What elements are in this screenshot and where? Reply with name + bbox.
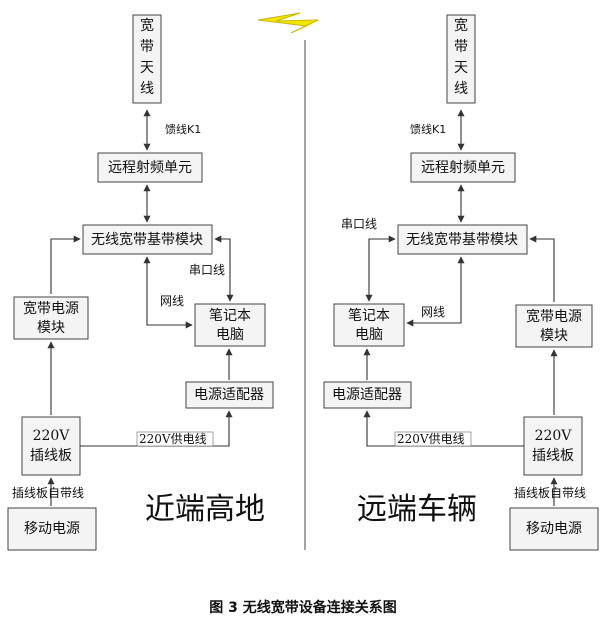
left-antenna-char-4: 线 xyxy=(140,81,154,97)
left-power-to-baseband-wire xyxy=(50,235,81,294)
right-antenna-box: 宽 带 天 线 xyxy=(446,14,476,104)
right-net-wire xyxy=(406,256,465,327)
left-serial-label: 串口线 xyxy=(189,263,225,277)
left-net-label: 网线 xyxy=(160,294,184,308)
left-strip-line-2: 插线板 xyxy=(30,448,72,464)
right-baseband-box: 无线宽带基带模块 xyxy=(397,224,528,255)
right-rru-label: 远程射频单元 xyxy=(421,160,505,176)
left-laptop-line-1: 笔记本 xyxy=(209,308,251,324)
right-strip-cord-label: 插线板自带线 xyxy=(514,486,586,500)
left-strip-cord-label: 插线板自带线 xyxy=(12,486,84,500)
right-antenna-char-4: 线 xyxy=(454,81,468,97)
left-rru-label: 远程射频单元 xyxy=(108,160,192,176)
right-laptop-line-2: 电脑 xyxy=(355,327,383,343)
left-rru-box: 远程射频单元 xyxy=(97,152,203,183)
left-laptop-line-2: 电脑 xyxy=(216,327,244,343)
right-antenna-char-3: 天 xyxy=(454,60,468,76)
right-antenna-char-1: 宽 xyxy=(454,17,468,34)
right-serial-wire xyxy=(365,235,396,302)
left-baseband-box: 无线宽带基带模块 xyxy=(82,224,213,255)
figure-caption: 图 3 无线宽带设备连接关系图 xyxy=(209,599,397,616)
left-strip-line-1: 220V xyxy=(33,428,71,444)
right-strip-line-2: 插线板 xyxy=(532,448,574,464)
left-supply-label-box xyxy=(136,431,214,447)
right-power-module-box: 宽带电源 模块 xyxy=(515,304,593,348)
left-adapter-box: 电源适配器 xyxy=(185,381,274,409)
right-laptop-line-1: 笔记本 xyxy=(348,308,390,324)
right-supply-label: 220V供电线 xyxy=(397,432,465,446)
left-power-module-line-1: 宽带电源 xyxy=(23,300,79,317)
left-laptop-box: 笔记本 电脑 xyxy=(194,303,266,347)
right-serial-label: 串口线 xyxy=(341,217,377,231)
right-site-title: 远端车辆 xyxy=(357,492,477,527)
left-power-module-box: 宽带电源 模块 xyxy=(13,296,89,340)
left-site: 宽 带 天 线 远程射频单元 无线宽带基带模块 宽带电源 模块 笔记本 电脑 xyxy=(7,14,274,551)
right-antenna-char-2: 带 xyxy=(454,39,468,55)
right-power-module-line-1: 宽带电源 xyxy=(526,308,582,325)
left-baseband-label: 无线宽带基带模块 xyxy=(91,231,203,248)
lightning-bolt-icon xyxy=(257,12,319,34)
left-mobile-power-box: 移动电源 xyxy=(7,507,97,551)
right-net-label: 网线 xyxy=(421,305,445,319)
right-baseband-label: 无线宽带基带模块 xyxy=(406,231,518,248)
right-supply-label-box xyxy=(394,431,472,447)
left-feeder-label: 馈线K1 xyxy=(165,122,201,136)
left-serial-wire xyxy=(214,235,234,302)
right-adapter-label: 电源适配器 xyxy=(332,387,402,403)
left-strip-box: 220V 插线板 xyxy=(21,416,81,476)
left-supply-wire xyxy=(80,410,233,447)
left-antenna-char-1: 宽 xyxy=(140,17,154,34)
left-mobile-power-label: 移动电源 xyxy=(24,521,80,537)
right-supply-wire xyxy=(363,410,524,447)
left-adapter-label: 电源适配器 xyxy=(194,387,264,403)
right-strip-line-1: 220V xyxy=(535,428,573,444)
left-power-module-line-2: 模块 xyxy=(37,320,65,336)
left-antenna-char-2: 带 xyxy=(140,39,154,55)
right-feeder-label: 馈线K1 xyxy=(410,122,446,136)
right-rru-box: 远程射频单元 xyxy=(410,152,516,183)
left-net-wire xyxy=(143,256,193,329)
left-antenna-box: 宽 带 天 线 xyxy=(132,14,162,104)
left-site-title: 近端高地 xyxy=(145,492,265,527)
right-power-to-baseband-wire xyxy=(529,235,555,302)
right-power-module-line-2: 模块 xyxy=(540,328,568,344)
left-antenna-char-3: 天 xyxy=(140,60,154,76)
right-strip-box: 220V 插线板 xyxy=(523,416,583,476)
right-adapter-box: 电源适配器 xyxy=(323,381,412,409)
left-supply-label: 220V供电线 xyxy=(139,432,207,446)
right-laptop-box: 笔记本 电脑 xyxy=(333,303,405,347)
right-mobile-power-box: 移动电源 xyxy=(509,507,599,551)
right-site: 宽 带 天 线 远程射频单元 无线宽带基带模块 笔记本 电脑 宽带电源 模块 电… xyxy=(323,14,599,551)
right-mobile-power-label: 移动电源 xyxy=(526,521,582,537)
